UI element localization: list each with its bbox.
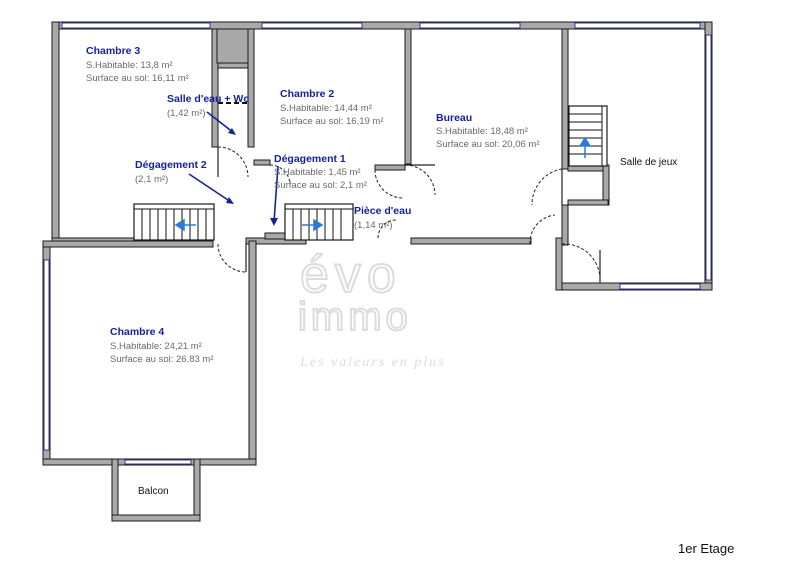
room-sol-degagement1: Surface au sol: 2,1 m² xyxy=(274,180,367,191)
windows xyxy=(43,22,712,465)
label-salle-de-jeux: Salle de jeux xyxy=(620,157,677,168)
watermark: évo immo Les valeurs en plus xyxy=(297,245,446,370)
label-chambre4: Chambre 4 S.Habitable: 24,21 m² Surface … xyxy=(110,326,214,365)
room-habitable-chambre4: S.Habitable: 24,21 m² xyxy=(110,341,202,352)
floor-label: 1er Etage xyxy=(678,541,734,556)
room-sol-chambre3: Surface au sol: 16,11 m² xyxy=(86,73,189,84)
room-area-piece-eau: (1,14 m²) xyxy=(354,220,393,231)
stairs-middle xyxy=(284,203,354,241)
room-name-chambre4: Chambre 4 xyxy=(110,326,164,338)
label-balcon: Balcon xyxy=(138,486,169,497)
watermark-slogan: Les valeurs en plus xyxy=(299,355,446,370)
label-degagement2: Dégagement 2 (2,1 m²) xyxy=(135,159,207,185)
room-name-degagement2: Dégagement 2 xyxy=(135,159,207,171)
room-habitable-degagement1: S.Habitable: 1,45 m² xyxy=(274,167,361,178)
room-area-salle-eau-wc: (1,42 m²) xyxy=(167,108,206,119)
room-name-salle-eau-wc: Salle d'eau + Wc xyxy=(167,93,249,105)
label-chambre2: Chambre 2 S.Habitable: 14,44 m² Surface … xyxy=(280,88,384,127)
doors xyxy=(217,102,601,283)
label-piece-eau: Pièce d'eau (1,14 m²) xyxy=(354,205,411,231)
room-name-chambre3: Chambre 3 xyxy=(86,45,140,57)
room-name-salle-de-jeux: Salle de jeux xyxy=(620,157,677,168)
room-habitable-chambre3: S.Habitable: 13,8 m² xyxy=(86,60,173,71)
room-name-chambre2: Chambre 2 xyxy=(280,88,334,100)
label-arrows xyxy=(188,111,279,226)
stairs-left xyxy=(133,203,215,241)
room-name-piece-eau: Pièce d'eau xyxy=(354,205,411,217)
room-habitable-bureau: S.Habitable: 18,48 m² xyxy=(436,126,528,137)
label-chambre3: Chambre 3 S.Habitable: 13,8 m² Surface a… xyxy=(86,45,189,84)
room-sol-chambre4: Surface au sol: 26,83 m² xyxy=(110,354,214,365)
room-sol-chambre2: Surface au sol: 16,19 m² xyxy=(280,116,384,127)
label-salle-eau-wc: Salle d'eau + Wc (1,42 m²) xyxy=(167,93,249,119)
watermark-logo: évo xyxy=(300,246,402,304)
room-habitable-chambre2: S.Habitable: 14,44 m² xyxy=(280,103,372,114)
label-bureau: Bureau S.Habitable: 18,48 m² Surface au … xyxy=(436,112,540,150)
stairs-right xyxy=(568,105,608,167)
room-sol-bureau: Surface au sol: 20,06 m² xyxy=(436,139,540,150)
room-name-degagement1: Dégagement 1 xyxy=(274,153,346,165)
label-degagement1: Dégagement 1 S.Habitable: 1,45 m² Surfac… xyxy=(274,153,367,191)
room-name-balcon: Balcon xyxy=(138,486,169,497)
room-area-degagement2: (2,1 m²) xyxy=(135,174,168,185)
room-name-bureau: Bureau xyxy=(436,112,472,124)
watermark-immo: immo xyxy=(298,295,412,339)
